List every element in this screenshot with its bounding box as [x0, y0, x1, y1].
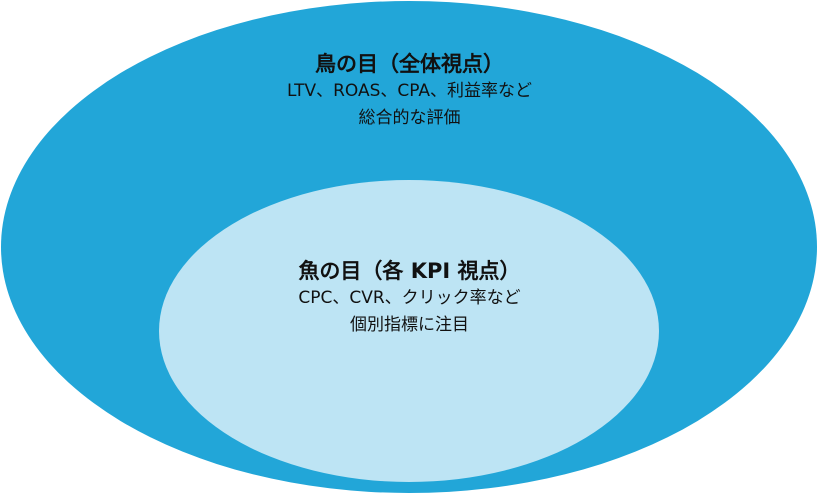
inner-description-line2: 個別指標に注目 — [350, 315, 469, 335]
inner-description-line1: CPC、CVR、クリック率など — [298, 288, 521, 308]
outer-description-line2: 総合的な評価 — [358, 108, 461, 128]
outer-title: 鳥の目（全体視点） — [315, 52, 504, 76]
outer-label-group: 鳥の目（全体視点） LTV、ROAS、CPA、利益率など 総合的な評価 — [0, 50, 819, 132]
inner-ellipse-fish-eye — [159, 180, 659, 482]
inner-label-group: 魚の目（各 KPI 視点） CPC、CVR、クリック率など 個別指標に注目 — [0, 257, 819, 339]
outer-description-line1: LTV、ROAS、CPA、利益率など — [286, 81, 533, 101]
inner-title: 魚の目（各 KPI 視点） — [298, 259, 521, 283]
